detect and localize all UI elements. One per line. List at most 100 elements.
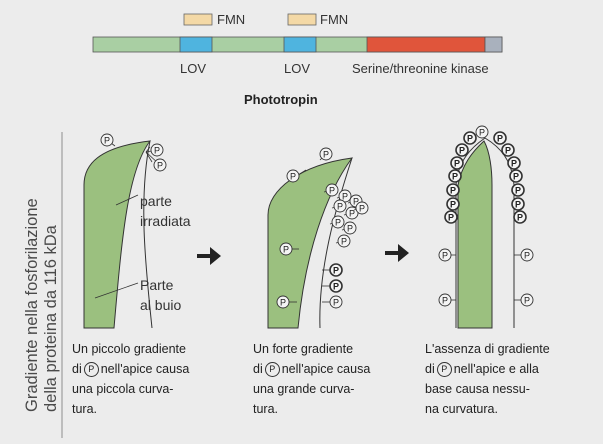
phosphate-marker: P bbox=[513, 210, 527, 224]
phosphate-marker: P bbox=[276, 295, 297, 309]
phosphate-marker: P bbox=[501, 143, 515, 157]
svg-text:P: P bbox=[104, 135, 110, 145]
caption-1-line2-pre: di bbox=[72, 362, 82, 376]
svg-text:P: P bbox=[442, 250, 448, 260]
kinase-label: Serine/threonine kinase bbox=[352, 61, 489, 76]
arrow-2 bbox=[385, 244, 409, 262]
caption-1-line2-post: nell'apice causa bbox=[100, 362, 190, 376]
svg-text:P: P bbox=[337, 201, 343, 211]
svg-text:P: P bbox=[497, 133, 503, 143]
caption-1-line1: Un piccolo gradiente bbox=[72, 342, 186, 356]
phosphate-marker: P bbox=[455, 143, 469, 157]
svg-text:P: P bbox=[517, 212, 523, 222]
phosphate-marker: P bbox=[493, 131, 507, 145]
phosphate-marker: P bbox=[446, 183, 460, 197]
svg-text:P: P bbox=[454, 158, 460, 168]
svg-text:P: P bbox=[329, 185, 335, 195]
phosphate-marker: P bbox=[507, 156, 521, 170]
coleoptile-shaded-2 bbox=[267, 157, 354, 329]
coleoptile-shaded-3 bbox=[457, 140, 493, 329]
coleoptile-outline-2 bbox=[319, 157, 353, 329]
svg-text:P: P bbox=[513, 171, 519, 181]
lov2-label: LOV bbox=[284, 61, 310, 76]
fmn1-box bbox=[183, 13, 213, 26]
fmn2-label: FMN bbox=[320, 12, 348, 27]
coleoptile-shaded-1 bbox=[83, 140, 152, 329]
caption-2-line1: Un forte gradiente bbox=[253, 342, 354, 356]
caption-3-line2-post: nell'apice e alla bbox=[453, 362, 539, 376]
phosphate-symbol: P bbox=[264, 362, 280, 377]
caption-3-line3: base causa nessu- bbox=[425, 382, 530, 396]
caption-2-line2-post: nell'apice causa bbox=[281, 362, 371, 376]
phosphate-marker: P bbox=[319, 147, 333, 161]
svg-text:P: P bbox=[515, 185, 521, 195]
coleoptile-outline-1 bbox=[143, 140, 153, 329]
phosphate-marker: P bbox=[322, 263, 343, 277]
svg-text:P: P bbox=[505, 145, 511, 155]
svg-text:P: P bbox=[524, 295, 530, 305]
panel-strong-gradient bbox=[267, 153, 354, 329]
svg-text:P: P bbox=[341, 236, 347, 246]
phosphate-marker: P bbox=[463, 131, 477, 145]
kinase-domain bbox=[366, 36, 486, 53]
svg-text:P: P bbox=[450, 185, 456, 195]
svg-text:P: P bbox=[323, 149, 329, 159]
caption-3-line1: L'assenza di gradiente bbox=[425, 342, 550, 356]
phosphate-marker: P bbox=[438, 293, 456, 307]
svg-text:P: P bbox=[333, 297, 339, 307]
svg-text:P: P bbox=[450, 199, 456, 209]
phosphate-marker: P bbox=[335, 234, 351, 248]
phosphate-marker: P bbox=[329, 215, 345, 229]
c-terminal-tail bbox=[484, 36, 503, 53]
phosphate-marker: P bbox=[438, 248, 456, 262]
caption-2-line3: una grande curva- bbox=[253, 382, 355, 396]
protein-domain-bar: FMN FMN LOV LOV Serine/threonine kinase … bbox=[92, 12, 503, 107]
phosphate-marker: P bbox=[444, 210, 458, 224]
phosphate-marker: P bbox=[286, 169, 300, 183]
fmn2-box bbox=[287, 13, 317, 26]
label-dark-2: al buio bbox=[140, 297, 181, 313]
svg-text:P: P bbox=[333, 265, 339, 275]
phosphate-marker: P bbox=[341, 221, 357, 235]
svg-text:P: P bbox=[467, 133, 473, 143]
phosphate-marker: P bbox=[509, 169, 523, 183]
fmn1-label: FMN bbox=[217, 12, 245, 27]
phosphate-symbol: P bbox=[436, 362, 452, 377]
svg-text:P: P bbox=[280, 297, 286, 307]
phosphate-marker: P bbox=[331, 199, 347, 213]
caption-3-line2-pre: di bbox=[425, 362, 435, 376]
caption-2-line2-pre: di bbox=[253, 362, 263, 376]
svg-text:P: P bbox=[448, 212, 454, 222]
arrow-1 bbox=[197, 247, 221, 265]
svg-text:P: P bbox=[359, 203, 365, 213]
svg-text:P: P bbox=[347, 223, 353, 233]
phosphate-marker: P bbox=[475, 125, 489, 139]
phosphate-marker: P bbox=[448, 169, 462, 183]
phosphate-marker: P bbox=[323, 183, 339, 197]
phosphate-marker: P bbox=[145, 151, 167, 172]
svg-text:P: P bbox=[157, 160, 163, 170]
caption-2-line4: tura. bbox=[253, 402, 279, 416]
lov1-label: LOV bbox=[180, 61, 206, 76]
caption-3-line4: na curvatura. bbox=[425, 402, 498, 416]
phosphate-marker: P bbox=[353, 201, 369, 215]
svg-text:P: P bbox=[479, 127, 485, 137]
phosphate-marker: P bbox=[279, 242, 299, 256]
svg-text:P: P bbox=[515, 199, 521, 209]
phosphate-marker: P bbox=[100, 133, 116, 147]
label-irradiated-1: parte bbox=[140, 193, 172, 209]
phosphate-marker: P bbox=[511, 183, 525, 197]
svg-text:P: P bbox=[335, 217, 341, 227]
phosphate-marker: P bbox=[514, 293, 534, 307]
svg-text:P: P bbox=[349, 208, 355, 218]
lov1-domain bbox=[179, 36, 213, 53]
svg-text:P: P bbox=[452, 171, 458, 181]
phosphate-marker: P bbox=[514, 248, 534, 262]
